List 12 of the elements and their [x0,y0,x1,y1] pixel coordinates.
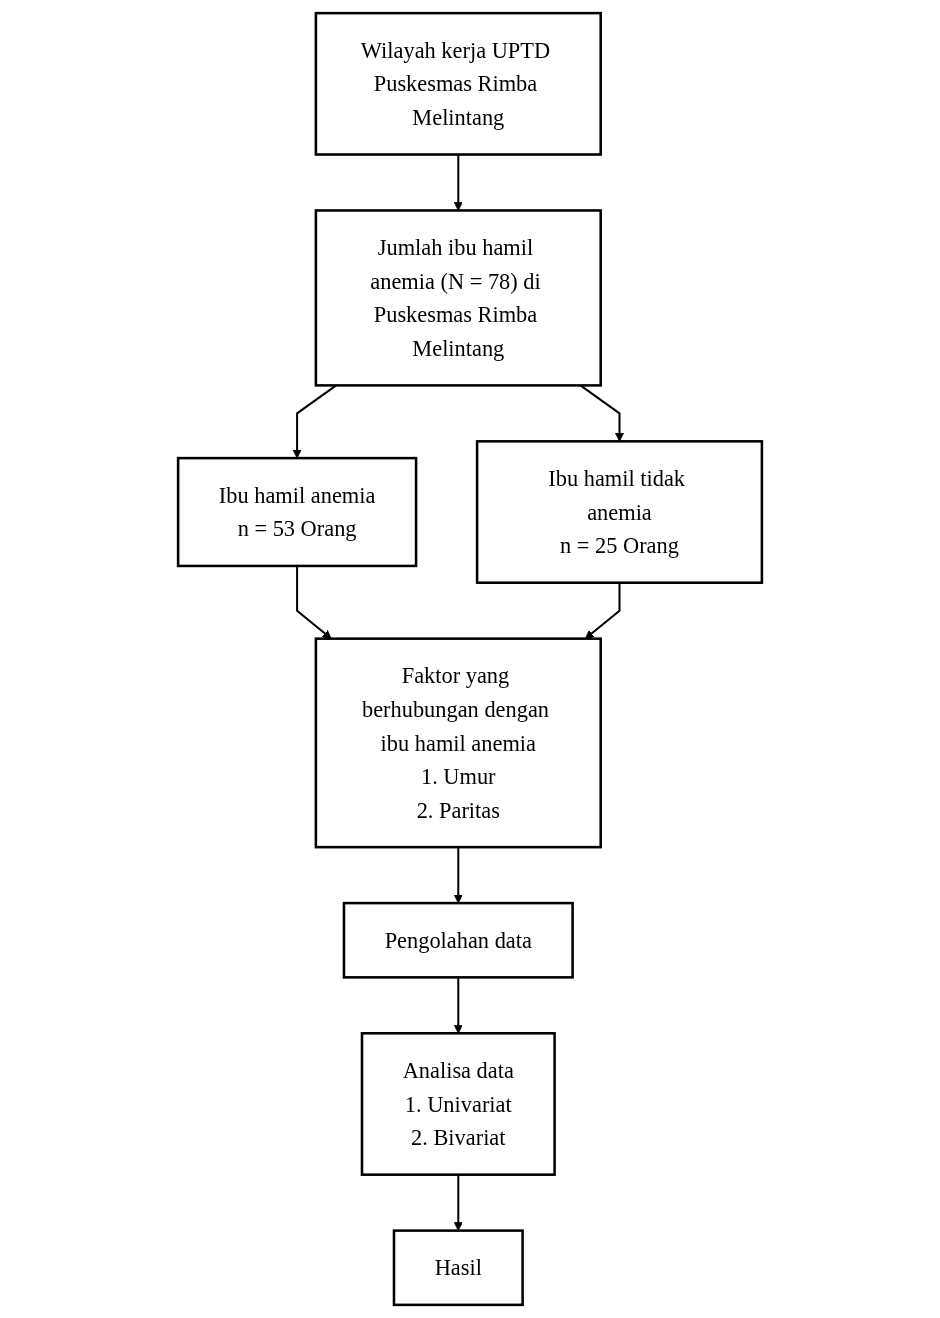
node-box: Wilayah kerja UPTD Puskesmas Rimba Melintang [314,11,602,156]
node-box: Jumlah ibu hamil anemia (N = 78) di Puskesmas Rimba Melintang [314,209,602,387]
node-box: Faktor yang berhubungan dengan ibu hamil anemia 1. Umur 2. Paritas [314,637,602,849]
node-box: Ibu hamil tidak anemia n = 25 Orang [475,440,764,584]
node-box: Analisa data 1. Univariat 2. Bivariat [360,1032,556,1176]
arrow [453,847,463,904]
arrow [453,154,463,211]
node-box: Hasil [392,1229,524,1307]
arrow [453,1174,463,1231]
node-box: Pengolahan data [342,901,574,979]
node-box: Ibu hamil anemia n = 53 Orang [176,456,418,568]
arrow [453,977,463,1034]
